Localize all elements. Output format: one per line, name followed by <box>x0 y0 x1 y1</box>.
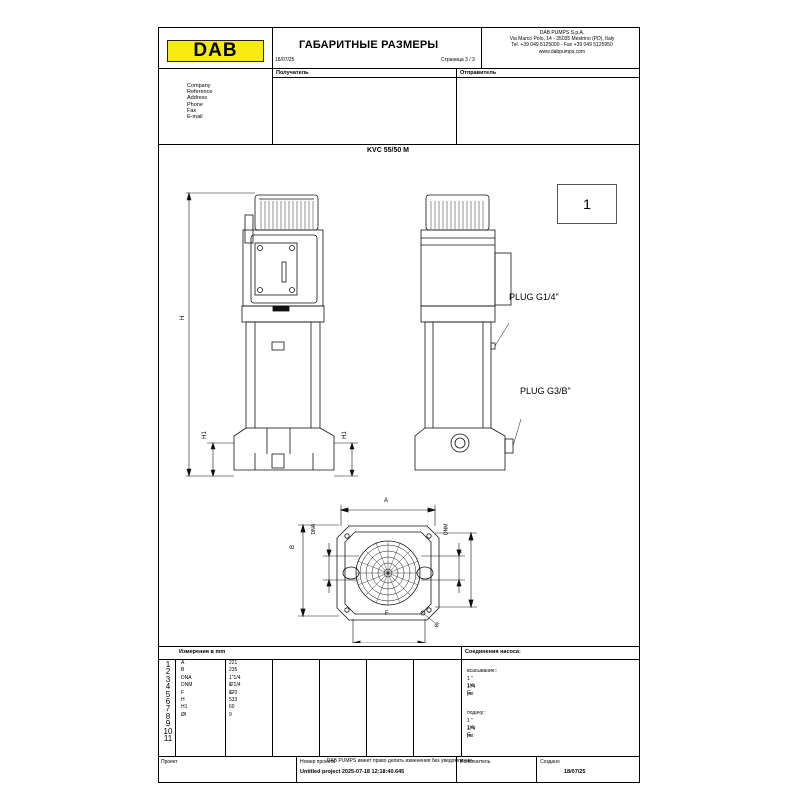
company-line: Via Marco Polo, 14 - 35035 Mestrino (PD)… <box>509 36 615 43</box>
dim-h1-right-label: H1 <box>341 431 348 439</box>
company-line: Tel. +39 049 5125000 - Fax +39 049 51259… <box>511 42 613 49</box>
pump-top-view <box>298 505 477 643</box>
variant-number: 1 <box>557 184 617 224</box>
row-index: 6 <box>165 697 171 706</box>
dim-a-label: A <box>384 498 389 504</box>
document-date: 18/07/25 <box>275 57 295 63</box>
row-index: 4 <box>165 682 171 692</box>
row-index: 8 <box>165 711 171 721</box>
dimension-h <box>186 191 358 478</box>
row-index: 7 <box>165 704 171 714</box>
connections-title: Соединения насоса: <box>465 649 521 655</box>
field-phone: Phone <box>187 101 203 108</box>
address-fields: Company Reference Address Phone Fax E-ma… <box>187 83 212 120</box>
executor-label: Исполнитель <box>460 759 491 765</box>
field-reference: Reference <box>187 89 213 96</box>
field-email: E-mail <box>187 114 203 121</box>
recipient-label: Получатель <box>276 70 309 76</box>
connection-line: 1 " 1/4 G <box>467 676 474 696</box>
created-label: Создано <box>540 759 560 765</box>
measure-key: F <box>181 689 185 696</box>
plug-lower-label: PLUG G3/B" <box>520 386 571 396</box>
connection-line: 1 " 1/4 G <box>467 718 474 738</box>
measure-key: DNA <box>181 674 192 681</box>
pump-front-view <box>233 194 335 471</box>
row-index: 11 <box>163 734 173 743</box>
measure-value: 235 <box>229 667 238 674</box>
project-label: Проект <box>161 759 178 765</box>
connection-line: 174 psi <box>467 726 476 739</box>
created-value: 18/07/25 <box>564 769 586 775</box>
dab-logo: DAB <box>167 40 264 62</box>
measure-value: 1"1/4 G <box>229 674 241 689</box>
measure-value: 533 <box>229 697 238 703</box>
measure-value: 221 <box>229 660 238 666</box>
dim-dnm-label: DNM <box>443 523 450 535</box>
measure-value: 170 <box>229 689 238 696</box>
row-index: 1 <box>165 660 171 669</box>
row-index: 2 <box>165 667 171 677</box>
measure-key: B <box>181 667 185 674</box>
measure-key: ØI <box>181 711 187 718</box>
dim-h-label: H <box>180 315 187 321</box>
measure-value: 9 <box>229 711 232 718</box>
company-line: DAB PUMPS S.p.A. <box>539 30 585 36</box>
project-number-value: Untitled project 2025-07-18 12:18:40.645 <box>300 769 405 775</box>
connection-line: 174 psi <box>467 684 476 697</box>
field-company: Company <box>187 83 211 89</box>
company-info: DAB PUMPS S.p.A. Via Marco Polo, 14 - 35… <box>485 30 639 55</box>
measure-value: 1"1/4 G <box>229 682 241 696</box>
row-index: 9 <box>165 719 171 729</box>
plug-upper-label: PLUG G1/4" <box>509 292 559 302</box>
pump-side-view <box>414 194 522 471</box>
logo-text: DAB <box>193 40 238 61</box>
disclaimer: DAB PUMPS имеет право делать изменения б… <box>326 758 474 764</box>
sender-label: Отправитель <box>460 70 497 76</box>
company-line: www.dabpumps.com <box>538 48 586 55</box>
page-number: Страница 3 / 3 <box>441 57 475 63</box>
row-index: 10 <box>163 726 173 736</box>
dim-dna-label: DNA <box>311 523 318 535</box>
dim-f-side-label: F <box>457 549 464 553</box>
field-address: Address <box>187 95 208 102</box>
field-fax: Fax <box>187 107 197 114</box>
row-index: 5 <box>165 689 171 699</box>
document-title: ГАБАРИТНЫЕ РАЗМЕРЫ <box>299 39 439 51</box>
technical-drawing <box>186 191 522 643</box>
measurements-title: Измерения в mm <box>179 649 226 655</box>
measure-key: H <box>181 697 185 703</box>
project-number-label: Номер проекта <box>300 759 336 765</box>
row-index: 3 <box>165 674 171 684</box>
measure-key: A <box>181 660 185 666</box>
connection-line: всасывание:: <box>467 668 498 674</box>
model-name: KVC 55/50 M <box>367 147 410 154</box>
connection-line: подачу:: <box>467 710 486 716</box>
measure-key: H1 <box>181 704 188 711</box>
dim-f-bottom-label: F <box>385 611 389 617</box>
measure-key: DNM <box>181 682 193 689</box>
measure-value: 60 <box>229 704 235 711</box>
datasheet: DAB ГАБАРИТНЫЕ РАЗМЕРЫ 18/07/25 Страница… <box>158 27 640 783</box>
dim-b-label: B <box>290 544 297 550</box>
dim-h1-left-label: H1 <box>201 431 208 439</box>
